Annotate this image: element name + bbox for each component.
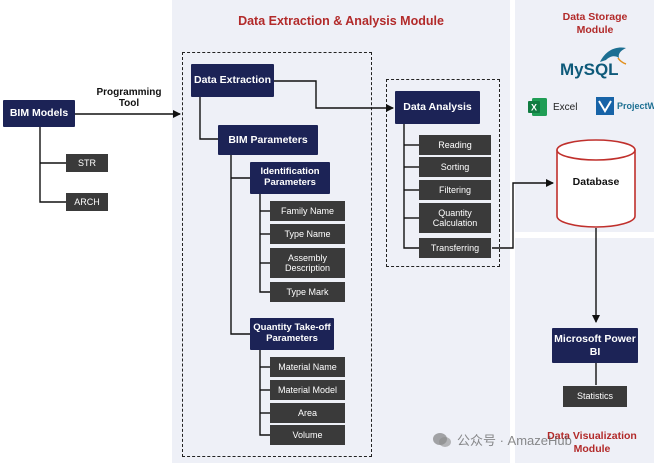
bim-parameters-box: BIM Parameters: [218, 125, 318, 155]
quantity-parameters-box: Quantity Take-off Parameters: [250, 318, 334, 350]
type-name-box: Type Name: [270, 224, 345, 244]
bim-models-box: BIM Models: [3, 100, 75, 127]
str-box: STR: [66, 154, 108, 172]
quantity-calculation-box: Quantity Calculation: [419, 203, 491, 233]
extraction-analysis-title: Data Extraction & Analysis Module: [238, 14, 444, 28]
data-analysis-box: Data Analysis: [395, 91, 480, 124]
excel-icon: X: [528, 98, 547, 116]
storage-title: Data Storage Module: [562, 11, 628, 36]
projectwise-icon: [596, 97, 614, 115]
material-name-box: Material Name: [270, 357, 345, 377]
material-model-box: Material Model: [270, 380, 345, 400]
visualization-title: Data Visualization Module: [547, 430, 637, 455]
statistics-box: Statistics: [563, 386, 627, 407]
volume-box: Volume: [270, 425, 345, 445]
transferring-box: Transferring: [419, 238, 491, 258]
database-icon: [556, 139, 636, 228]
projectwise-logo: ProjectWi: [596, 97, 654, 115]
sorting-box: Sorting: [419, 157, 491, 177]
programming-tool-label: Programming Tool: [96, 87, 162, 109]
mysql-logo: MySQL: [560, 60, 619, 79]
power-bi-box: Microsoft Power BI: [552, 328, 638, 363]
area-box: Area: [270, 403, 345, 423]
identification-parameters-box: Identification Parameters: [250, 162, 330, 194]
type-mark-box: Type Mark: [270, 282, 345, 302]
data-extraction-box: Data Extraction: [191, 64, 274, 97]
database-label: Database: [572, 176, 620, 188]
reading-box: Reading: [419, 135, 491, 155]
extraction-dashed-group: [182, 52, 372, 457]
svg-text:X: X: [531, 103, 537, 113]
family-name-box: Family Name: [270, 201, 345, 221]
analysis-dashed-group: [386, 79, 500, 267]
arch-box: ARCH: [66, 193, 108, 211]
watermark: 公众号 · AmazeHub: [432, 430, 572, 449]
excel-logo: X Excel: [528, 97, 577, 117]
wechat-icon: [433, 432, 451, 447]
filtering-box: Filtering: [419, 180, 491, 200]
dolphin-icon: [600, 47, 627, 65]
assembly-description-box: Assembly Description: [270, 248, 345, 278]
